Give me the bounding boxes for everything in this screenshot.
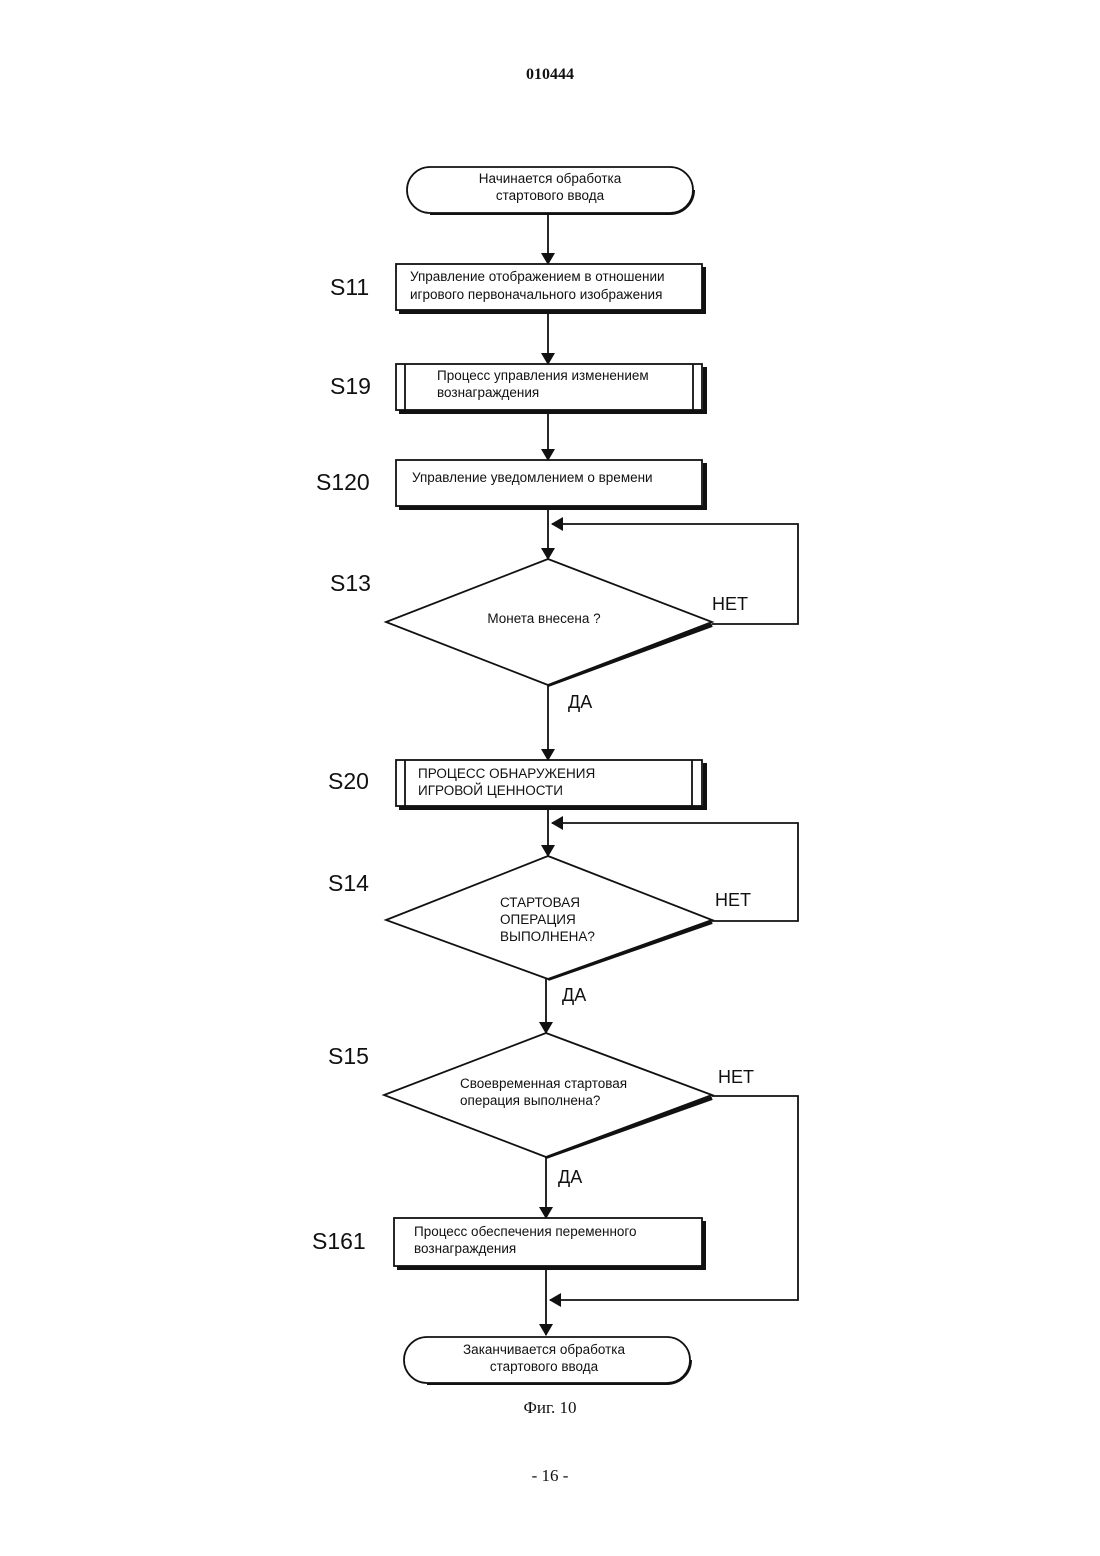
s14-no-label: НЕТ <box>715 890 751 910</box>
start-terminator: Начинается обработка стартового ввода <box>407 167 693 213</box>
predefined-process-s20: ПРОЦЕСС ОБНАРУЖЕНИЯ ИГРОВОЙ ЦЕННОСТИ <box>396 760 705 808</box>
s161-text-line-1: Процесс обеспечения переменного <box>414 1224 637 1239</box>
predefined-process-s19: Процесс управления изменением вознагражд… <box>396 364 705 412</box>
step-label-s13: S13 <box>330 570 371 596</box>
s15-text-line-1: Своевременная стартовая <box>460 1076 627 1091</box>
s14-text-line-1: СТАРТОВАЯ <box>500 895 580 910</box>
decision-s15: Своевременная стартовая операция выполне… <box>384 1033 712 1157</box>
s11-text-line-1: Управление отображением в отношении <box>410 269 665 284</box>
process-box-s11: Управление отображением в отношении игро… <box>396 264 704 312</box>
s19-text-line-2: вознаграждения <box>437 385 539 400</box>
step-label-s14: S14 <box>328 870 369 896</box>
s13-yes-label: ДА <box>568 692 592 712</box>
end-text-line-1: Заканчивается обработка <box>463 1342 625 1357</box>
step-label-s11: S11 <box>330 274 369 300</box>
s14-yes-label: ДА <box>562 985 586 1005</box>
s14-text-line-2: ОПЕРАЦИЯ <box>500 912 576 927</box>
process-box-s120: Управление уведомлением о времени <box>396 460 705 508</box>
step-label-s161: S161 <box>312 1228 366 1254</box>
step-label-s19: S19 <box>330 373 371 399</box>
figure-caption: Фиг. 10 <box>0 1398 1100 1418</box>
s20-text-line-2: ИГРОВОЙ ЦЕННОСТИ <box>418 783 563 798</box>
s13-no-label: НЕТ <box>712 594 748 614</box>
end-terminator: Заканчивается обработка стартового ввода <box>404 1337 690 1383</box>
process-box-s161: Процесс обеспечения переменного вознагра… <box>394 1218 704 1268</box>
s15-text-line-2: операция выполнена? <box>460 1093 600 1108</box>
decision-s14: СТАРТОВАЯ ОПЕРАЦИЯ ВЫПОЛНЕНА? <box>386 856 712 979</box>
page-number: - 16 - <box>0 1466 1100 1486</box>
s14-text-line-3: ВЫПОЛНЕНА? <box>500 929 595 944</box>
step-label-s120: S120 <box>316 469 370 495</box>
s13-question: Монета внесена ? <box>487 611 600 626</box>
s20-text-line-1: ПРОЦЕСС ОБНАРУЖЕНИЯ <box>418 766 595 781</box>
s161-text-line-2: вознаграждения <box>414 1241 516 1256</box>
step-label-s20: S20 <box>328 768 369 794</box>
step-label-s15: S15 <box>328 1043 369 1069</box>
end-text-line-2: стартового ввода <box>490 1359 599 1374</box>
s120-text-line-1: Управление уведомлением о времени <box>412 470 653 485</box>
s15-no-label: НЕТ <box>718 1067 754 1087</box>
start-text-line-1: Начинается обработка <box>479 171 622 186</box>
decision-s13: Монета внесена ? <box>386 559 712 685</box>
s11-text-line-2: игрового первоначального изображения <box>410 287 662 302</box>
s15-yes-label: ДА <box>558 1167 582 1187</box>
s19-text-line-1: Процесс управления изменением <box>437 368 649 383</box>
start-text-line-2: стартового ввода <box>496 188 605 203</box>
